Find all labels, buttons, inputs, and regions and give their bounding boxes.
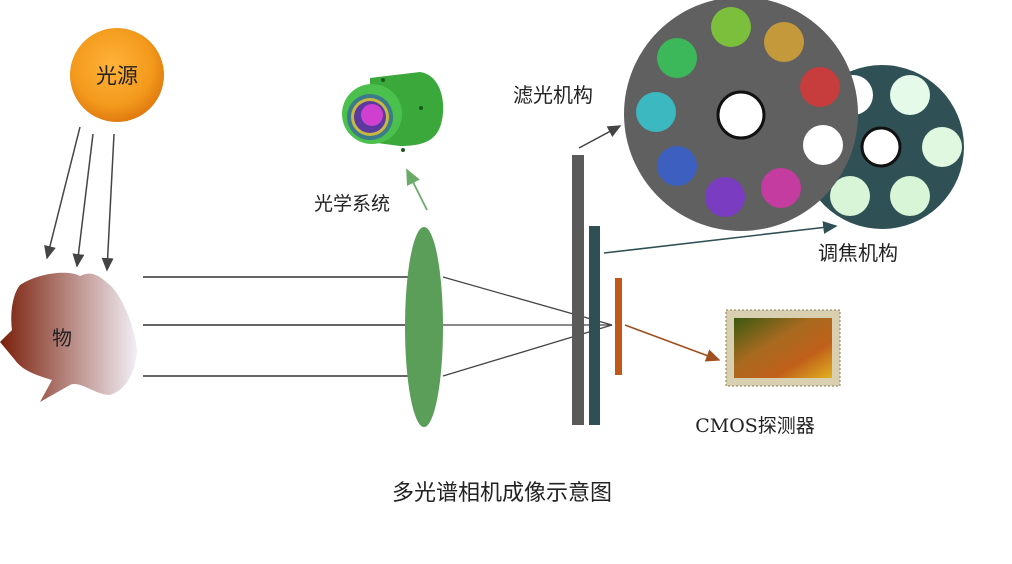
object-label: 物 xyxy=(52,326,72,350)
cmos-sensor-icon xyxy=(725,309,841,387)
focus-mechanism-label: 调焦机构 xyxy=(818,241,898,265)
diagram-title: 多光谱相机成像示意图 xyxy=(392,481,612,506)
light-source: 光源 xyxy=(70,28,164,122)
focus-arrow xyxy=(603,221,838,254)
lens xyxy=(405,227,443,427)
optical-system-arrow xyxy=(406,168,428,211)
focus-bar xyxy=(589,226,600,425)
cmos-detector-label: CMOS探测器 xyxy=(695,415,815,437)
converging-rays xyxy=(442,276,613,377)
light-source-label: 光源 xyxy=(96,64,138,88)
filter-arrow xyxy=(578,125,622,149)
filter-wheel xyxy=(624,0,858,231)
sun-icon xyxy=(70,28,164,122)
sensor-bar xyxy=(615,278,622,375)
object: 物 xyxy=(0,272,137,402)
cmos-arrow xyxy=(624,324,721,362)
illumination-arrows xyxy=(44,126,115,272)
filter-bar xyxy=(572,155,584,425)
parallel-rays xyxy=(143,276,410,377)
optical-system-label: 光学系统 xyxy=(314,193,390,215)
filter-mechanism-label: 滤光机构 xyxy=(513,83,593,107)
optical-system-icon xyxy=(342,72,444,152)
